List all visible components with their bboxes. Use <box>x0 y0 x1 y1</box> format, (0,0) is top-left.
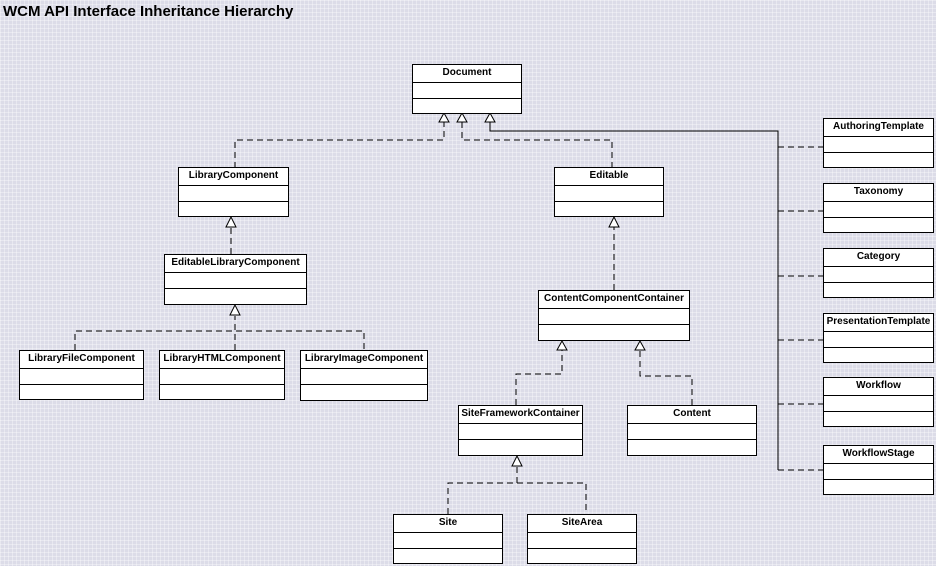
operations-compartment <box>459 440 582 455</box>
site-area-interface[interactable]: SiteArea <box>527 514 637 564</box>
editable-interface[interactable]: Editable <box>554 167 664 217</box>
workflow-interface[interactable]: Workflow <box>823 377 934 427</box>
realization-line <box>639 350 693 405</box>
attributes-compartment <box>394 533 502 549</box>
realization-line <box>447 482 587 514</box>
operations-compartment <box>539 325 689 340</box>
operations-compartment <box>628 440 756 455</box>
operations-compartment <box>824 348 933 363</box>
document-interface[interactable]: Document <box>412 64 522 114</box>
attributes-compartment <box>528 533 636 549</box>
interface-name: Workflow <box>824 378 933 396</box>
operations-compartment <box>394 549 502 564</box>
attributes-compartment <box>413 83 521 99</box>
interface-name: Site <box>394 515 502 533</box>
attributes-compartment <box>628 424 756 440</box>
operations-compartment <box>824 153 933 168</box>
inheritance-arrowhead <box>225 215 237 228</box>
operations-compartment <box>824 480 933 495</box>
inheritance-arrowhead <box>229 303 241 316</box>
library-html-component-interface[interactable]: LibraryHTMLComponent <box>159 350 285 400</box>
interface-name: WorkflowStage <box>824 446 933 464</box>
interface-name: LibraryComponent <box>179 168 288 186</box>
attributes-compartment <box>539 309 689 325</box>
library-image-component-interface[interactable]: LibraryImageComponent <box>300 350 428 401</box>
interface-name: Category <box>824 249 933 267</box>
attributes-compartment <box>165 273 306 289</box>
realization-line <box>515 350 563 405</box>
editable-library-component-interface[interactable]: EditableLibraryComponent <box>164 254 307 305</box>
operations-compartment <box>160 385 284 400</box>
content-interface[interactable]: Content <box>627 405 757 456</box>
interface-name: Editable <box>555 168 663 186</box>
site-interface[interactable]: Site <box>393 514 503 564</box>
interface-name: SiteFrameworkContainer <box>459 406 582 424</box>
interface-name: AuthoringTemplate <box>824 119 933 137</box>
attributes-compartment <box>20 369 143 385</box>
realization-line <box>74 330 365 350</box>
attributes-compartment <box>824 267 933 283</box>
interface-name: Document <box>413 65 521 83</box>
operations-compartment <box>555 202 663 217</box>
operations-compartment <box>20 385 143 400</box>
attributes-compartment <box>824 464 933 480</box>
inheritance-arrowhead <box>556 339 568 351</box>
authoring-template-interface[interactable]: AuthoringTemplate <box>823 118 934 168</box>
operations-compartment <box>179 202 288 217</box>
attributes-compartment <box>824 332 933 348</box>
interface-name: ContentComponentContainer <box>539 291 689 309</box>
operations-compartment <box>528 549 636 564</box>
association-line <box>489 122 779 470</box>
attributes-compartment <box>824 396 933 412</box>
site-framework-container-interface[interactable]: SiteFrameworkContainer <box>458 405 583 456</box>
interface-name: LibraryHTMLComponent <box>160 351 284 369</box>
operations-compartment <box>165 289 306 304</box>
interface-name: Content <box>628 406 756 424</box>
attributes-compartment <box>824 137 933 153</box>
realization-line <box>461 122 613 168</box>
library-file-component-interface[interactable]: LibraryFileComponent <box>19 350 144 400</box>
operations-compartment <box>824 218 933 233</box>
attributes-compartment <box>555 186 663 202</box>
interface-name: Taxonomy <box>824 184 933 202</box>
taxonomy-interface[interactable]: Taxonomy <box>823 183 934 233</box>
interface-name: LibraryImageComponent <box>301 351 427 369</box>
operations-compartment <box>824 412 933 427</box>
attributes-compartment <box>160 369 284 385</box>
attributes-compartment <box>179 186 288 202</box>
content-component-container-interface[interactable]: ContentComponentContainer <box>538 290 690 341</box>
operations-compartment <box>301 385 427 400</box>
attributes-compartment <box>459 424 582 440</box>
category-interface[interactable]: Category <box>823 248 934 298</box>
interface-name: PresentationTemplate <box>824 314 933 332</box>
interface-name: SiteArea <box>528 515 636 533</box>
inheritance-arrowhead <box>456 111 468 123</box>
operations-compartment <box>824 283 933 298</box>
attributes-compartment <box>824 202 933 218</box>
inheritance-arrowhead <box>484 111 496 123</box>
realization-line <box>234 122 445 168</box>
inheritance-arrowhead <box>438 111 450 123</box>
inheritance-arrowhead <box>634 339 646 351</box>
presentation-template-interface[interactable]: PresentationTemplate <box>823 313 934 363</box>
library-component-interface[interactable]: LibraryComponent <box>178 167 289 217</box>
inheritance-arrowhead <box>511 454 523 467</box>
diagram-title: WCM API Interface Inheritance Hierarchy <box>3 3 294 20</box>
workflow-stage-interface[interactable]: WorkflowStage <box>823 445 934 495</box>
interface-name: LibraryFileComponent <box>20 351 143 369</box>
interface-name: EditableLibraryComponent <box>165 255 306 273</box>
attributes-compartment <box>301 369 427 385</box>
inheritance-arrowhead <box>608 215 620 228</box>
operations-compartment <box>413 99 521 114</box>
